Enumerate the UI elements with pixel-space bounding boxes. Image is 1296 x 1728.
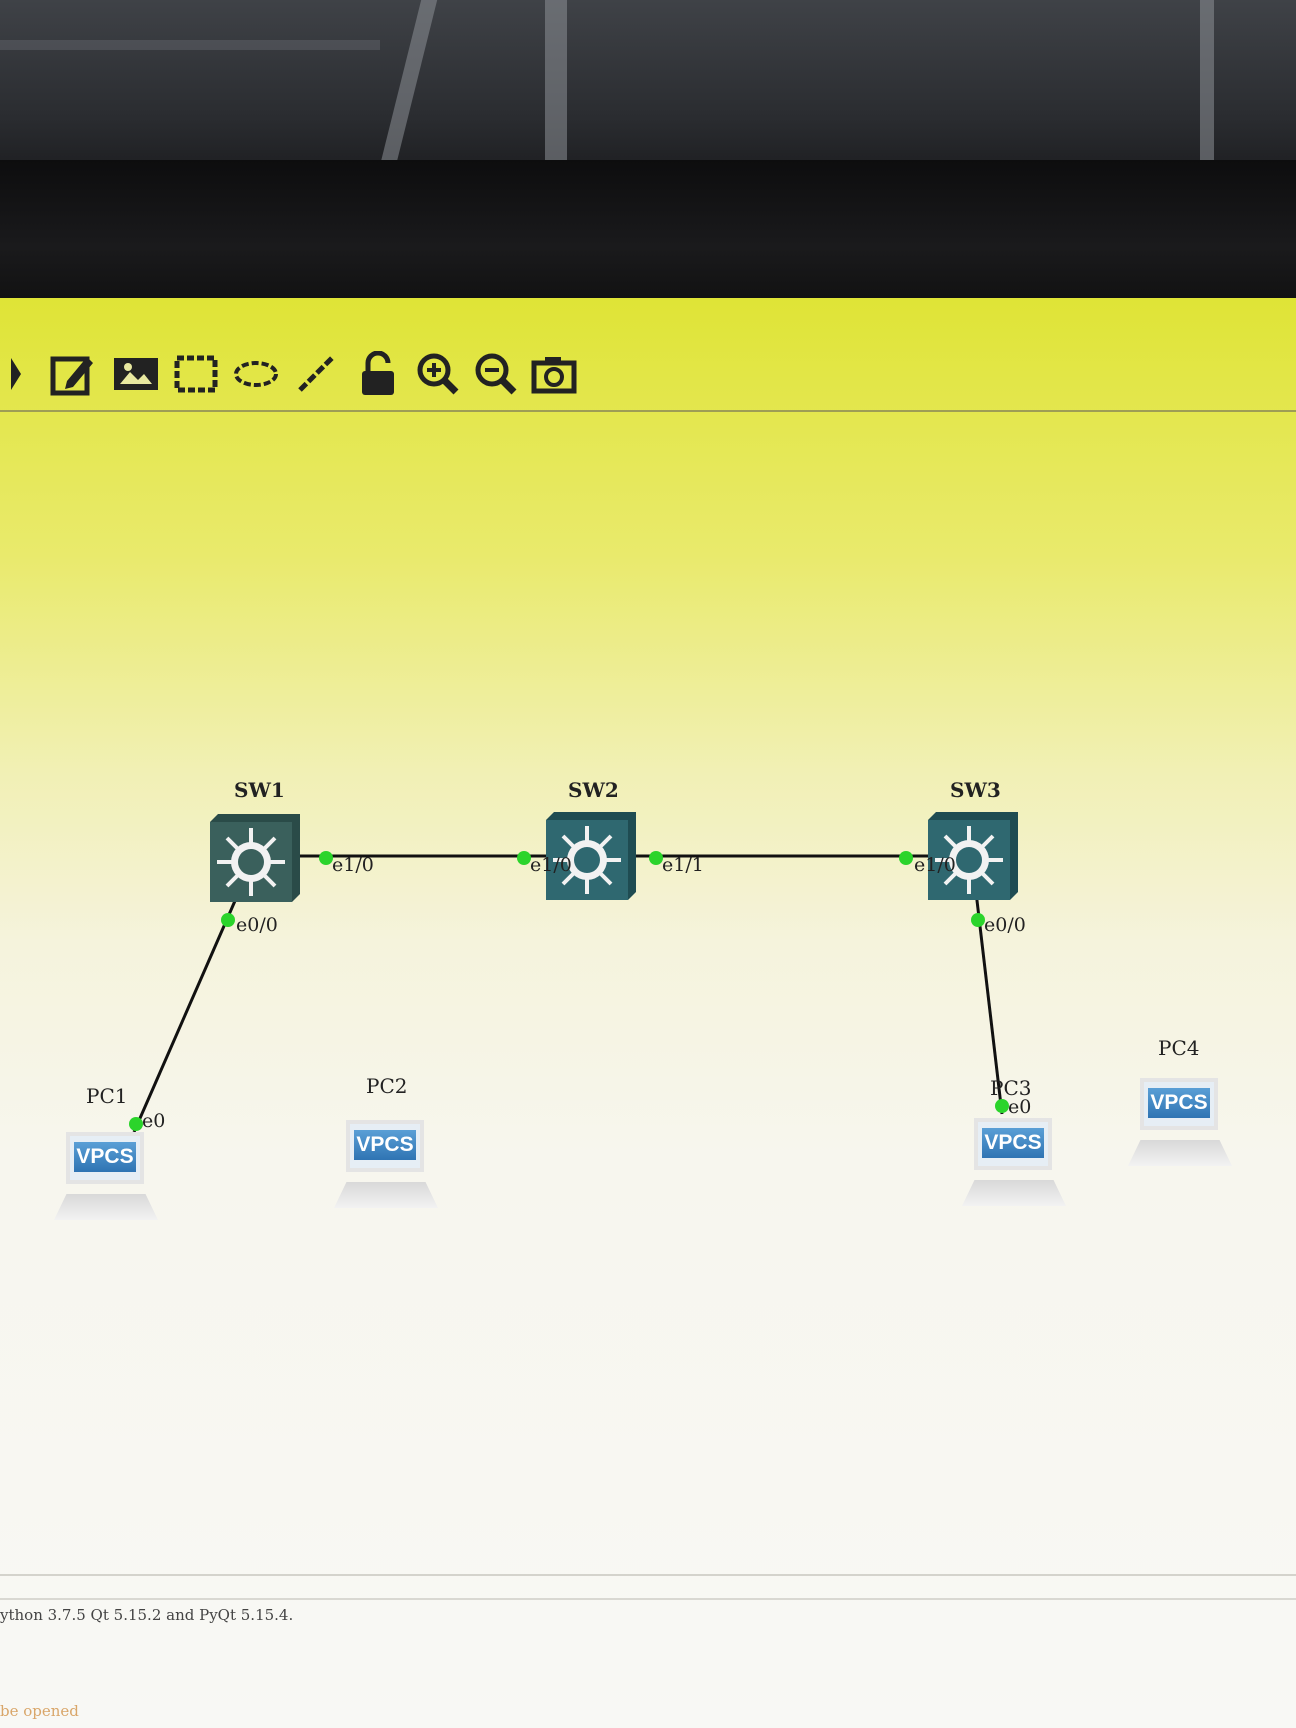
draw-rectangle-icon[interactable]	[172, 350, 220, 398]
port-label-pc3-e0: e0	[1008, 1096, 1032, 1118]
computer-icon: VPCS	[346, 1120, 424, 1172]
host-label-pc3: PC3	[990, 1076, 1032, 1100]
console-line-warning: be opened	[0, 1702, 79, 1720]
multilayer-switch-icon	[546, 812, 636, 900]
gns3-window: SW1 SW2	[0, 298, 1296, 1728]
drawing-toolbar	[0, 318, 1296, 412]
switch-label-sw3: SW3	[950, 778, 1001, 802]
host-pc1[interactable]: VPCS	[54, 1132, 158, 1236]
panel-splitter[interactable]	[0, 1598, 1296, 1600]
insert-picture-icon[interactable]	[112, 350, 160, 398]
vpcs-badge: VPCS	[982, 1128, 1044, 1158]
host-pc4[interactable]: VPCS	[1128, 1078, 1232, 1182]
port-label-sw1-e1-0: e1/0	[332, 854, 374, 876]
switch-label-sw1: SW1	[234, 778, 285, 802]
switch-label-sw2: SW2	[568, 778, 619, 802]
switch-sw3[interactable]	[928, 812, 1018, 900]
vpcs-badge: VPCS	[354, 1130, 416, 1160]
annotate-icon[interactable]	[48, 350, 96, 398]
host-pc3[interactable]: VPCS	[962, 1118, 1066, 1222]
host-pc2[interactable]: VPCS	[334, 1120, 438, 1224]
topology-canvas[interactable]: SW1 SW2	[0, 414, 1296, 1554]
panel-splitter[interactable]	[0, 1574, 1296, 1576]
link-status-dot	[517, 851, 531, 865]
computer-base	[962, 1180, 1066, 1206]
lock-icon[interactable]	[354, 350, 402, 398]
port-label-sw3-e0-0: e0/0	[984, 914, 1026, 936]
port-label-sw3-e1-0: e1/0	[914, 854, 956, 876]
multilayer-switch-icon	[928, 812, 1018, 900]
computer-icon: VPCS	[974, 1118, 1052, 1170]
switch-sw1[interactable]	[210, 814, 300, 902]
draw-ellipse-icon[interactable]	[232, 350, 280, 398]
vpcs-badge: VPCS	[1148, 1088, 1210, 1118]
computer-icon: VPCS	[1140, 1078, 1218, 1130]
zoom-in-icon[interactable]	[414, 350, 462, 398]
host-label-pc1: PC1	[86, 1084, 128, 1108]
link-status-dot	[129, 1117, 143, 1131]
port-label-pc1-e0: e0	[142, 1110, 166, 1132]
link-status-dot	[221, 913, 235, 927]
link-status-dot	[319, 851, 333, 865]
draw-line-icon[interactable]	[292, 350, 340, 398]
links-layer	[129, 851, 1009, 1133]
multilayer-switch-icon	[210, 814, 300, 902]
link-sw1-pc1[interactable]	[132, 893, 240, 1133]
vpcs-badge: VPCS	[74, 1142, 136, 1172]
computer-base	[334, 1182, 438, 1208]
computer-base	[1128, 1140, 1232, 1166]
console-line-version: ython 3.7.5 Qt 5.15.2 and PyQt 5.15.4.	[0, 1606, 294, 1624]
host-label-pc4: PC4	[1158, 1036, 1200, 1060]
port-label-sw1-e0-0: e0/0	[236, 914, 278, 936]
computer-base	[54, 1194, 158, 1220]
port-label-sw2-e1-1: e1/1	[662, 854, 704, 876]
scroll-arrow-icon[interactable]	[0, 350, 30, 398]
link-status-dot	[899, 851, 913, 865]
link-sw3-pc3[interactable]	[974, 891, 1004, 1115]
switch-sw2[interactable]	[546, 812, 636, 900]
computer-icon: VPCS	[66, 1132, 144, 1184]
zoom-out-icon[interactable]	[472, 350, 520, 398]
screenshot-icon[interactable]	[530, 350, 578, 398]
link-status-dot	[649, 851, 663, 865]
link-status-dot	[971, 913, 985, 927]
monitor-bezel	[0, 160, 1296, 305]
port-label-sw2-e1-0: e1/0	[530, 854, 572, 876]
link-status-dot	[995, 1099, 1009, 1113]
host-label-pc2: PC2	[366, 1074, 408, 1098]
console-panel[interactable]: ython 3.7.5 Qt 5.15.2 and PyQt 5.15.4. b…	[0, 1600, 1296, 1728]
